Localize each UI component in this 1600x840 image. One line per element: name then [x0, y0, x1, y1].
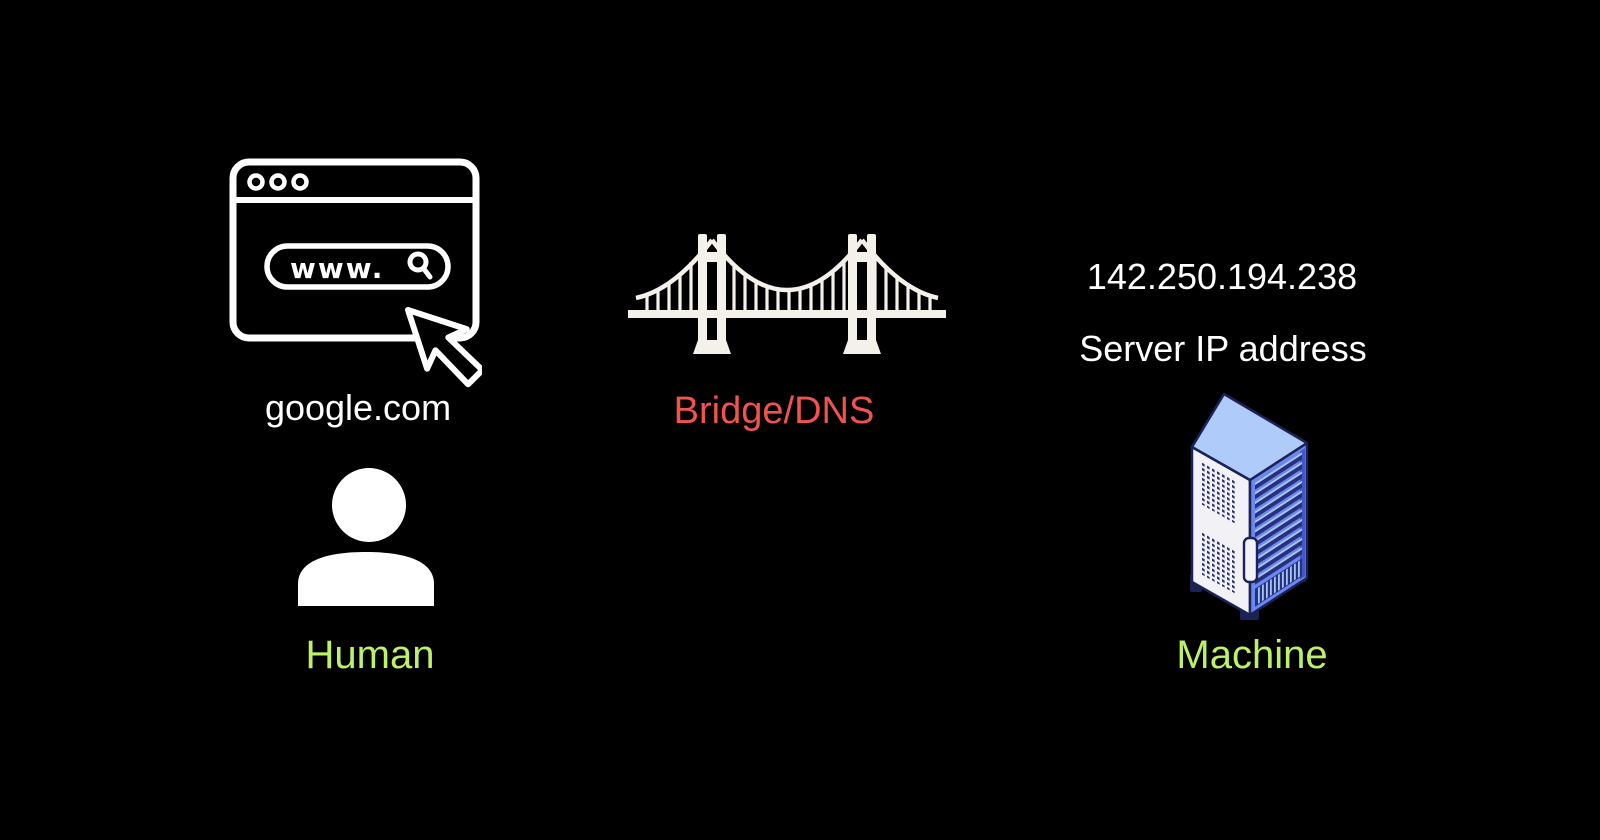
server-vent-grids — [1200, 459, 1235, 594]
person-body — [298, 552, 434, 606]
bridge-deck — [628, 310, 946, 318]
address-bar-pill — [264, 243, 451, 290]
machine-label: Machine — [1176, 633, 1328, 677]
browser-frame — [229, 158, 480, 342]
bridge-suspenders — [645, 254, 932, 314]
browser-window-with-cursor-icon: www. — [229, 158, 482, 388]
address-bar-text: www. — [290, 252, 384, 285]
search-handle — [421, 266, 433, 280]
address-bar: www. — [264, 243, 451, 290]
bridge-tower-left — [693, 234, 731, 354]
window-dot — [269, 173, 287, 191]
person-head — [332, 468, 406, 542]
human-label: Human — [305, 633, 435, 677]
bridge-dns-label: Bridge/DNS — [673, 390, 875, 432]
server-rack-slots — [1255, 448, 1305, 607]
search-lens — [407, 251, 429, 273]
server-ip-caption: Server IP address — [1079, 328, 1367, 369]
server-top-panel — [1190, 392, 1309, 482]
person-icon — [298, 468, 434, 606]
cursor-icon — [405, 307, 482, 388]
google-com-label: google.com — [264, 387, 452, 428]
server-door-handle — [1242, 536, 1259, 584]
browser-window-icon: www. — [229, 158, 480, 342]
window-dot — [291, 173, 309, 191]
server-ip-value: 142.250.194.238 — [1086, 256, 1358, 297]
search-icon — [407, 251, 433, 280]
bridge-tower-right — [843, 234, 881, 354]
suspension-bridge-icon — [628, 234, 946, 354]
server-rack-icon — [1190, 392, 1309, 620]
window-dot — [247, 173, 265, 191]
window-dots-icon — [247, 173, 309, 191]
